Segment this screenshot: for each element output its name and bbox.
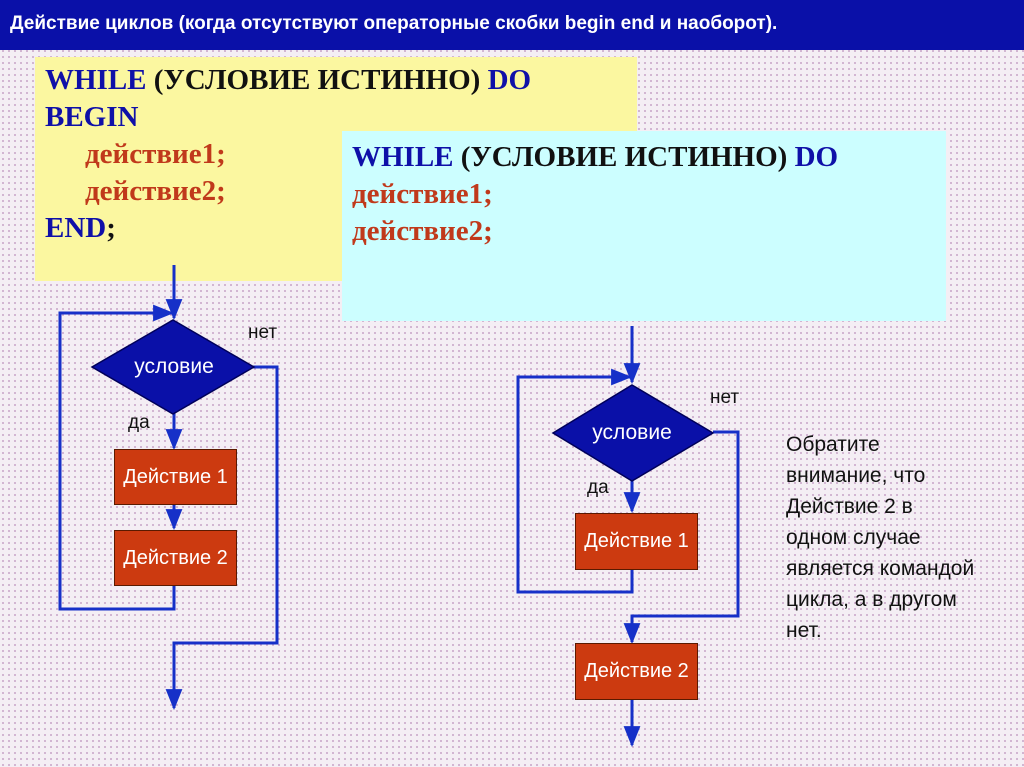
right-no-branch	[623, 430, 740, 645]
right-action1-box: Действие 1	[575, 513, 698, 570]
left-condition-label: условие	[134, 355, 214, 378]
left-condition-diamond	[90, 319, 256, 415]
right-no-label: нет	[710, 387, 740, 408]
right-loop-back-arrow	[516, 368, 634, 594]
keyword-do: DO	[794, 141, 839, 173]
keyword-do: DO	[487, 64, 532, 96]
while-line: WHILE (УСЛОВИЕ ИСТИННО) DO	[352, 139, 946, 176]
left-no-branch	[165, 365, 279, 711]
condition-text: (УСЛОВИЕ ИСТИННО)	[153, 64, 481, 96]
action1-line: действие1;	[85, 138, 226, 170]
right-condition-diamond	[551, 384, 715, 482]
keyword-begin: BEGIN	[45, 101, 139, 133]
keyword-end: END	[45, 212, 107, 244]
keyword-while: WHILE	[352, 141, 454, 173]
code-block-with-begin-end: WHILE (УСЛОВИЕ ИСТИННО) DO BEGIN действи…	[35, 57, 637, 281]
end-semicolon: ;	[106, 212, 116, 244]
left-no-label: нет	[248, 322, 278, 343]
condition-text: (УСЛОВИЕ ИСТИННО)	[460, 141, 788, 173]
left-action1-box: Действие 1	[114, 449, 237, 505]
end-line: END;	[45, 210, 637, 247]
left-yes-label: да	[128, 412, 150, 433]
action2-line: действие2;	[352, 215, 493, 247]
left-loop-back-arrow	[58, 304, 176, 611]
while-line: WHILE (УСЛОВИЕ ИСТИННО) DO	[45, 62, 637, 99]
right-action2-box: Действие 2	[575, 643, 698, 700]
right-yes-label: да	[587, 477, 609, 498]
keyword-while: WHILE	[45, 64, 147, 96]
right-condition-label: условие	[592, 421, 672, 444]
left-action2-box: Действие 2	[114, 530, 237, 586]
code-block-without-begin-end: WHILE (УСЛОВИЕ ИСТИННО) DO действие1; де…	[342, 131, 946, 321]
slide-title: Действие циклов (когда отсутствуют опера…	[0, 0, 1024, 50]
action2-line: действие2;	[85, 175, 226, 207]
explanation-note: Обратите внимание, что Действие 2 в одно…	[786, 433, 975, 642]
action1-line: действие1;	[352, 178, 493, 210]
